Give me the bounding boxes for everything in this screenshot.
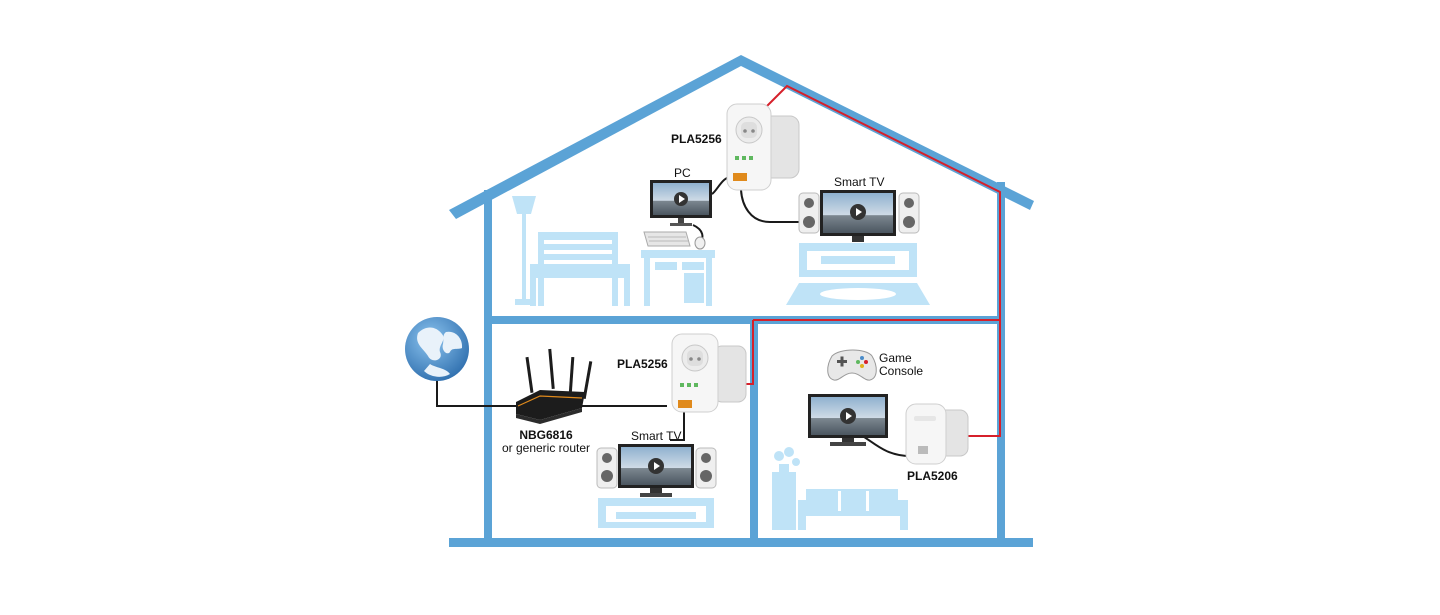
pla5256-top-device (726, 103, 800, 191)
floor-lamp-pole (522, 214, 526, 300)
pla5206-device (905, 403, 969, 465)
cable-pla-tv-top (740, 189, 804, 223)
floor-upper (484, 316, 1005, 324)
shelf (772, 472, 796, 530)
pla5256-mid-device (671, 333, 747, 413)
floor-ground (449, 538, 1033, 547)
smart-tv-top-icon (820, 190, 896, 242)
cable-globe-router (436, 378, 520, 407)
desk-top (641, 250, 715, 258)
label-game-console-line2: Console (879, 364, 924, 378)
wall-left (484, 190, 492, 542)
wall-divider (750, 316, 758, 542)
floor-lamp-base (515, 299, 533, 305)
smart-tv-bottom-icon (618, 444, 694, 497)
label-pla5256-top: PLA5256 (671, 132, 722, 146)
powerline-mid (744, 320, 754, 385)
powerline-wiring (744, 84, 1001, 437)
label-pla5256-mid: PLA5256 (617, 357, 668, 371)
speaker-top-right-icon (898, 192, 920, 234)
bottom-right-furniture (772, 447, 908, 530)
keyboard-icon (643, 231, 691, 247)
label-pla5206: PLA5206 (907, 469, 958, 483)
roof-left (449, 55, 741, 219)
cable-pla-tv-bottom (670, 412, 685, 441)
speaker-bottom-left-icon (596, 447, 618, 489)
globe-icon (405, 317, 469, 381)
roof-right (741, 55, 1034, 210)
mouse-icon (694, 236, 706, 250)
pc-monitor-icon (650, 180, 712, 226)
bed-mattress (530, 264, 630, 278)
bottom-left-furniture (598, 498, 714, 528)
speaker-bottom-right-icon (695, 447, 717, 489)
powerline-top (764, 84, 1001, 320)
powerline-floor (753, 319, 1001, 437)
tv-bottom-right-icon (808, 394, 888, 446)
tv-stand (598, 498, 714, 506)
living-top-furniture (786, 243, 930, 305)
bedroom-furniture (512, 196, 715, 306)
floor-lamp-shade (512, 196, 536, 214)
router-icon (516, 348, 593, 424)
tv-cabinet-top (799, 243, 917, 251)
plant-pot (779, 464, 789, 474)
label-smart-tv-bottom: Smart TV (631, 429, 682, 443)
label-game-console-line1: Game (879, 351, 912, 365)
label-smart-tv-top: Smart TV (834, 175, 885, 189)
bed-headboard (538, 232, 618, 240)
pc-tower (684, 273, 704, 303)
label-pc: PC (674, 166, 691, 180)
label-router-subtitle: or generic router (501, 441, 591, 455)
game-controller-icon (827, 349, 877, 381)
speaker-top-left-icon (798, 192, 820, 234)
label-router-model: NBG6816 (519, 428, 573, 442)
